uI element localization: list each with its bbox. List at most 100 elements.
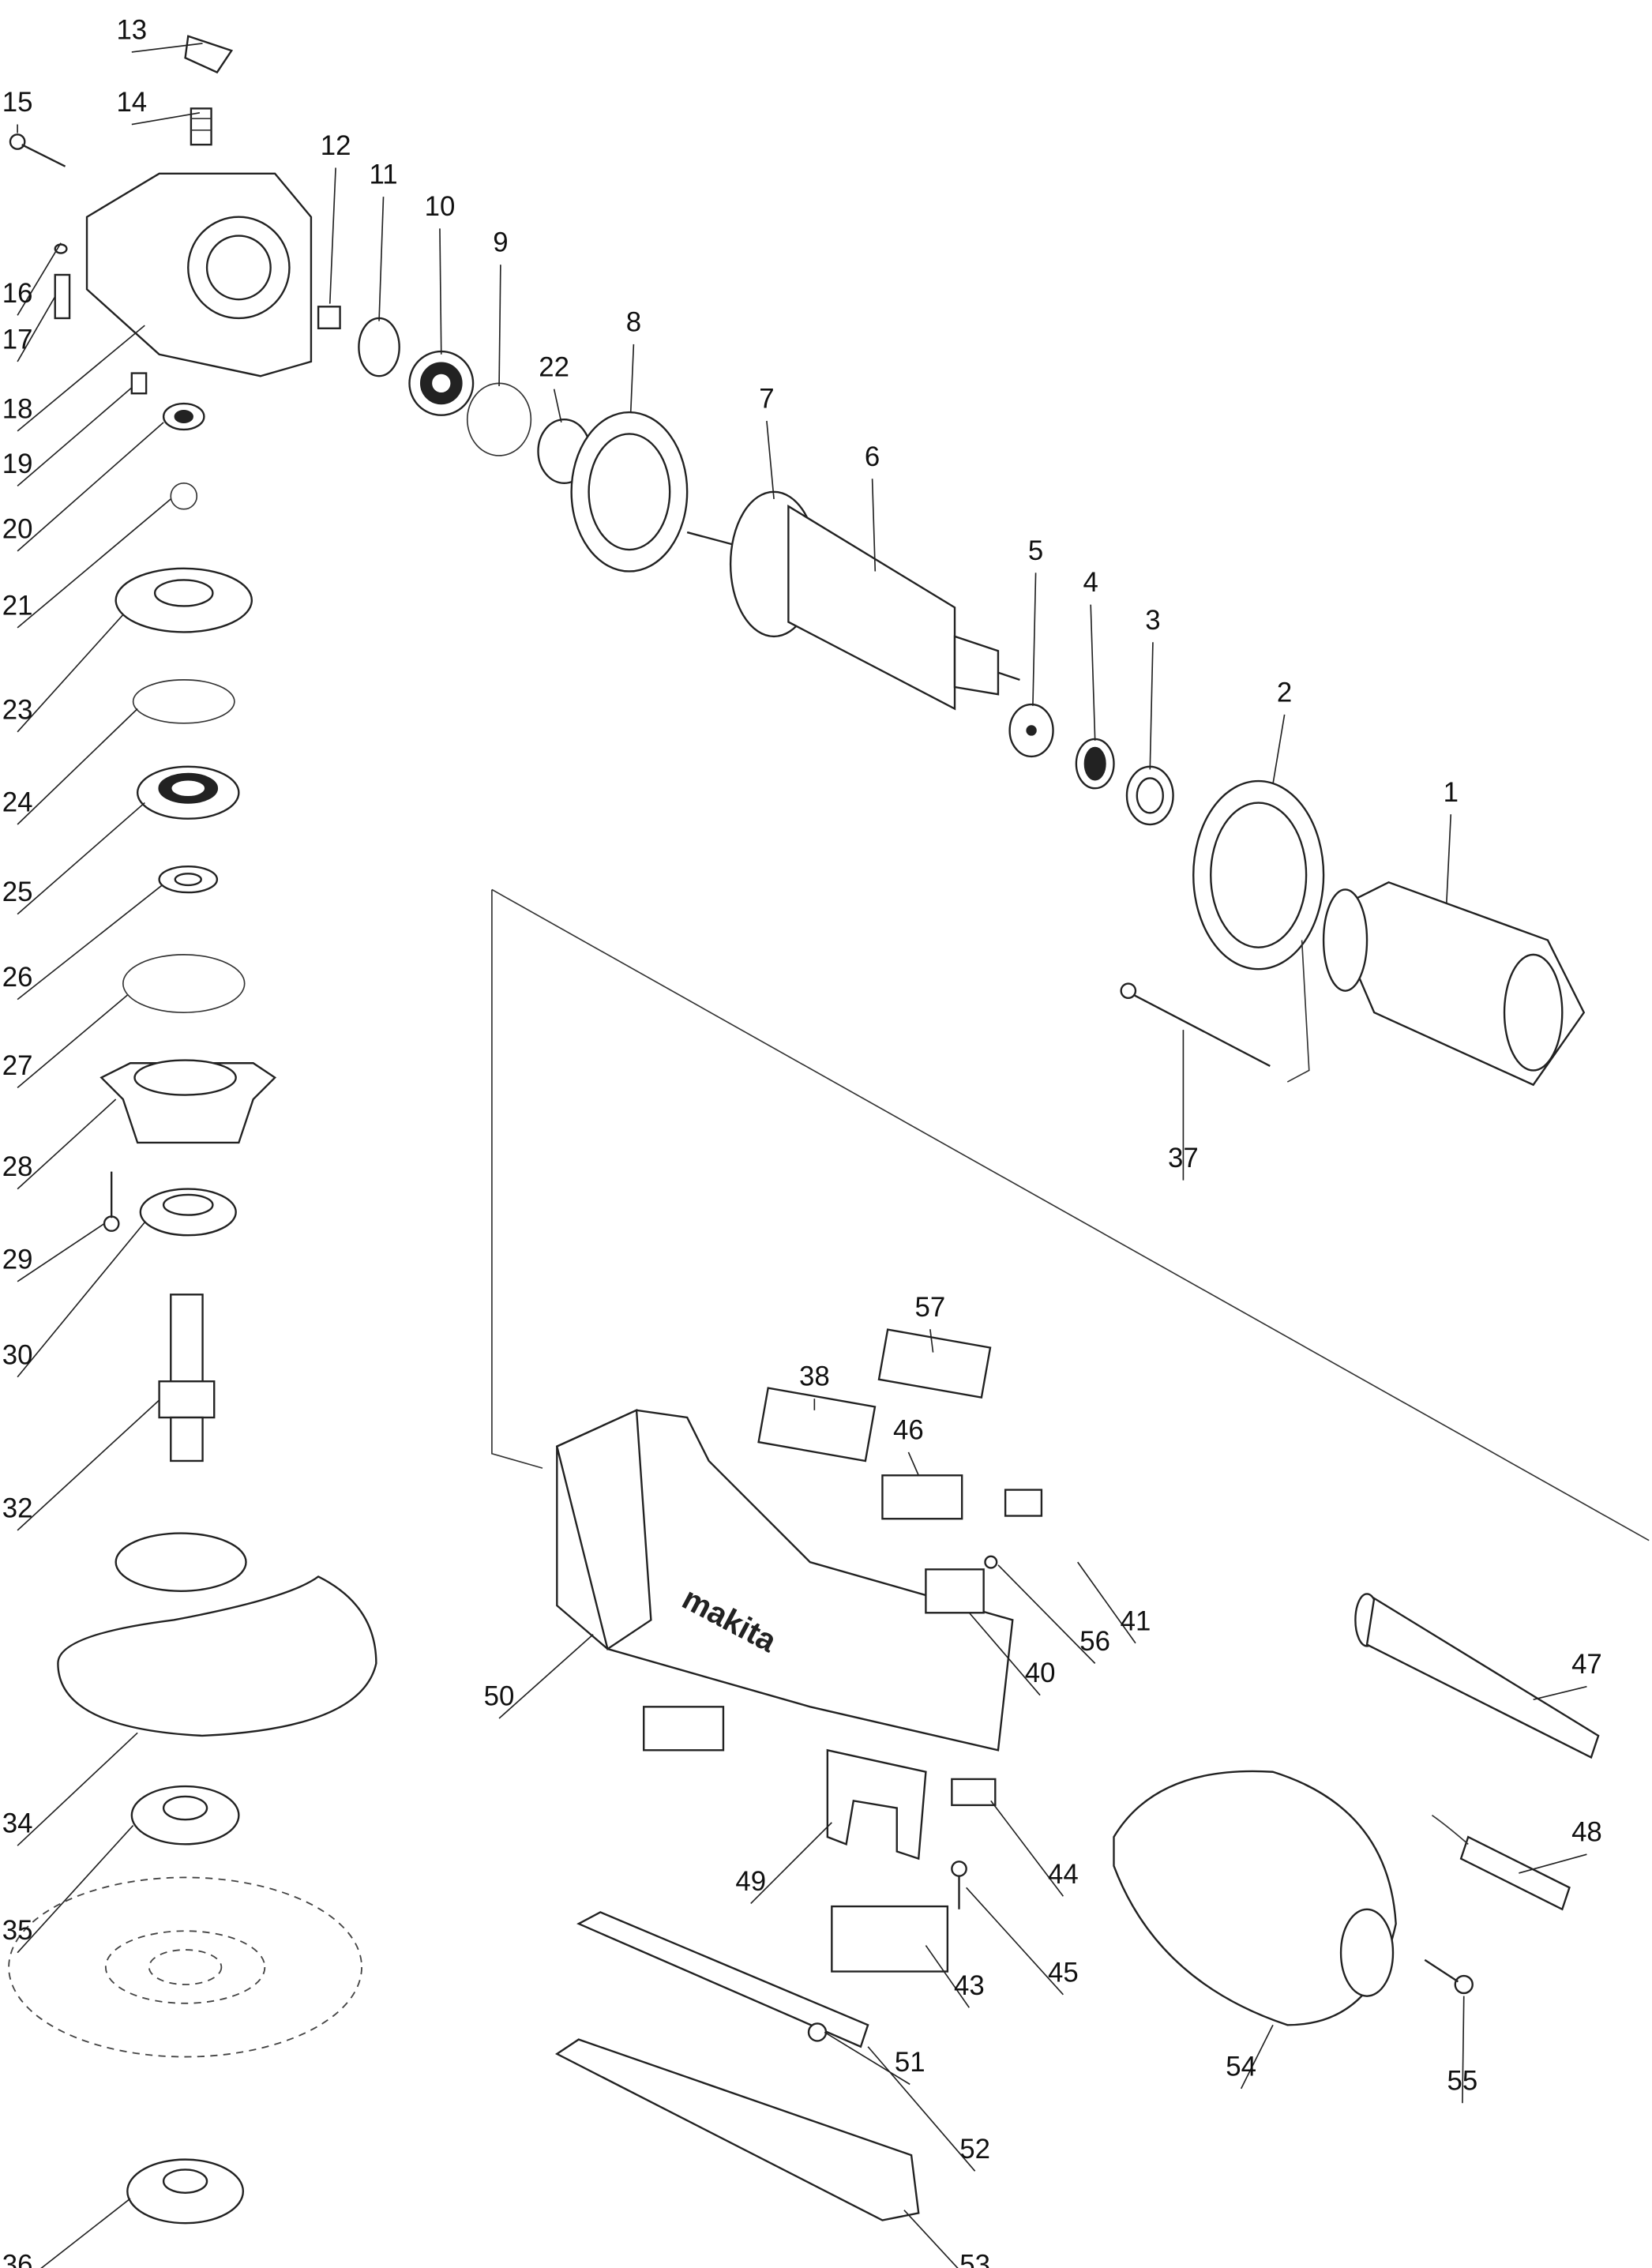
part-label-55: 55 [1447,2066,1478,2097]
part-label-23: 23 [2,694,33,725]
leader-line-54 [1240,2024,1274,2090]
lock-nut-36 [126,2158,245,2225]
leader-line-2 [1272,714,1286,784]
part-label-38: 38 [799,1361,830,1392]
part-label-11: 11 [369,160,397,190]
leader-line-57 [929,1329,934,1353]
part-label-2: 2 [1277,677,1292,708]
leader-line-19 [17,387,133,487]
leader-line-10 [439,228,442,355]
bearing-box-28 [99,1059,277,1144]
leader-line-24 [17,708,138,825]
part-label-14: 14 [116,87,147,118]
screw-45 [951,1861,967,1909]
leader-line-5 [1032,573,1037,706]
leader-line-50 [498,1634,594,1719]
bearing-20 [162,402,205,431]
leader-line-55 [1462,1996,1465,2104]
leader-line-40 [968,1612,1041,1696]
brush-holder-40 [925,1568,985,1614]
leader-line-48 [1519,1853,1587,1874]
part-label-47: 47 [1571,1649,1602,1680]
screw-56 [984,1555,998,1569]
brush-holder-left [643,1706,725,1752]
part-label-9: 9 [493,227,508,258]
leader-line-34 [17,1732,138,1846]
part-label-6: 6 [865,441,880,472]
leader-line-1 [1445,814,1452,904]
leader-line-27 [17,994,128,1089]
leader-line-18 [17,325,145,432]
leader-line-28 [17,1098,117,1190]
leader-line-45 [966,1887,1064,1996]
part-label-54: 54 [1226,2051,1256,2082]
part-label-34: 34 [2,1808,33,1839]
retaining-ring-24 [132,679,235,724]
cord-guard-47 [1354,1593,1600,1759]
switch-lever-52 [576,1911,869,2048]
label-57 [877,1328,992,1399]
part-label-8: 8 [626,306,641,337]
leader-line-4 [1090,604,1096,741]
part-label-46: 46 [893,1415,924,1446]
part-label-4: 4 [1083,567,1098,598]
nut-12 [317,306,341,329]
screw-29 [103,1171,120,1232]
bearing-3 [1125,765,1174,826]
part-label-52: 52 [959,2134,990,2165]
part-label-40: 40 [1025,1658,1056,1688]
leader-line-36 [40,2198,131,2268]
part-label-50: 50 [484,1681,515,1712]
switch-cover-49 [826,1748,927,1861]
leader-line-47 [1533,1685,1587,1700]
leader-line-7 [766,420,775,499]
leader-line-53 [903,2210,959,2268]
label-38 [757,1387,877,1463]
leader-line-11 [378,197,385,321]
leader-line-13 [131,43,203,53]
pin-19 [130,372,148,395]
switch-43 [831,1905,949,1973]
carbon-brush-41 [1004,1489,1043,1517]
leader-line-43 [925,1945,971,2008]
leader-line-44 [990,1800,1064,1897]
leader-line-6 [871,479,877,572]
leader-line-16 [17,242,62,316]
armature-6 [686,490,1020,711]
o-ring-9 [466,382,532,456]
part-label-24: 24 [2,787,33,818]
leader-line-21 [17,498,171,629]
handle-cover-53 [554,2038,920,2221]
bearing-11 [358,317,400,377]
bearing-25 [136,765,240,820]
leader-line-23 [17,614,124,733]
gear-housing [85,172,313,377]
leader-line-29 [17,1222,105,1282]
leader-line-52 [867,2046,976,2172]
part-label-48: 48 [1571,1817,1602,1848]
screw-37 [1120,982,1271,1067]
insulation-washer-4 [1075,738,1115,790]
leader-line-20 [17,422,164,552]
part-label-44: 44 [1048,1859,1079,1890]
part-label-28: 28 [2,1151,33,1182]
leader-line-26 [17,884,163,1001]
part-label-18: 18 [2,393,33,424]
leader-line-8 [629,344,635,413]
part-label-21: 21 [2,590,33,621]
leader-line-22 [553,389,562,423]
leader-line-49 [750,1822,832,1905]
washer-26 [158,865,219,894]
leader-line-32 [17,1399,160,1531]
leader-line-3 [1149,642,1154,770]
part-label-13: 13 [116,14,147,45]
leader-line-25 [17,802,145,915]
part-label-3: 3 [1145,605,1160,636]
part-label-51: 51 [895,2047,925,2078]
part-label-25: 25 [2,877,33,907]
noise-suppressor-46 [881,1474,963,1520]
spring [190,107,212,146]
cord-48 [1431,1815,1571,1911]
part-label-53: 53 [959,2249,990,2268]
leader-line-14 [131,112,201,126]
